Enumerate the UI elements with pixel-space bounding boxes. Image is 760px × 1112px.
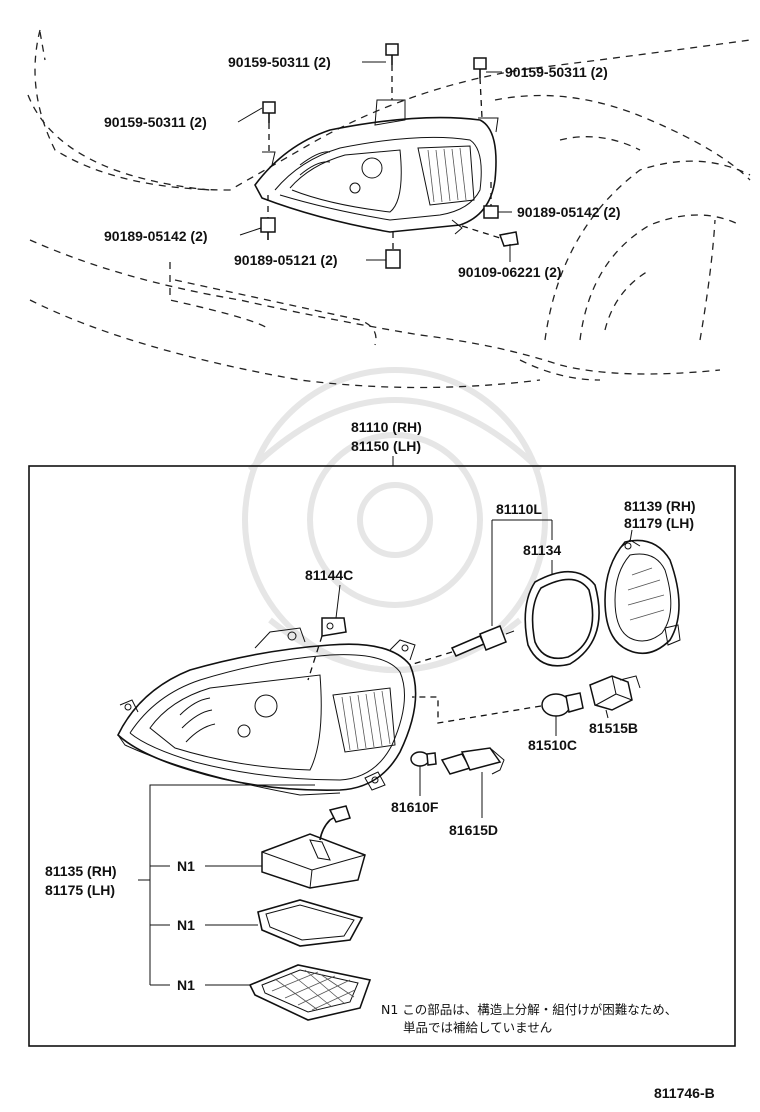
assembly-number-lh: 81150 (LH) — [351, 438, 421, 454]
part-cover-rh: 81139 (RH) — [624, 498, 696, 514]
assembly-number-rh: 81110 (RH) — [351, 419, 422, 435]
exploded-view-frame — [28, 465, 736, 1047]
n1-label: N1 — [177, 977, 195, 993]
callout-clip-left: 90189-05142 (2) — [104, 228, 208, 244]
part-bulb-side: 81610F — [391, 799, 439, 815]
bolt-icon — [473, 57, 487, 78]
part-bulb-small: 81144C — [305, 567, 353, 583]
vehicle-body-outline — [27, 29, 751, 389]
socket-turn-icon — [589, 675, 641, 711]
clip-icon — [483, 205, 499, 219]
bolt-icon — [385, 43, 399, 65]
mesh-cover — [248, 964, 372, 1021]
part-cover-lh: 81179 (LH) — [624, 515, 694, 531]
gasket-plate — [257, 899, 364, 947]
n1-label: N1 — [177, 858, 195, 874]
part-bulb-turn: 81510C — [528, 737, 577, 753]
headlamp-housing — [117, 627, 417, 796]
callout-screw-bottom-right: 90109-06221 (2) — [458, 264, 562, 280]
ballast-unit — [261, 805, 366, 889]
n1-label: N1 — [177, 917, 195, 933]
callout-leaders-top — [237, 61, 512, 262]
bulb-small-icon — [321, 617, 347, 637]
part-unit-rh: 81135 (RH) — [45, 863, 117, 879]
callout-clip-right: 90189-05142 (2) — [517, 204, 621, 220]
part-socket-side: 81615D — [449, 822, 498, 838]
callout-clip-bottom: 90189-05121 (2) — [234, 252, 338, 268]
part-bulb-main: 81110L — [496, 501, 542, 517]
bolt-icon — [262, 101, 276, 123]
bulb-turn-icon — [541, 692, 584, 717]
callout-bolt-top-right: 90159-50311 (2) — [505, 64, 608, 80]
part-gasket: 81134 — [523, 542, 561, 558]
socket-side-icon — [440, 747, 505, 775]
screw-icon — [498, 231, 519, 247]
rear-cover — [604, 539, 681, 655]
part-socket-turn: 81515B — [589, 720, 638, 736]
clip-icon — [385, 249, 401, 269]
bulb-main-icon — [450, 625, 515, 657]
part-unit-lh: 81175 (LH) — [45, 882, 115, 898]
figure-id: 811746-B — [654, 1085, 715, 1101]
n1-note-line-2: 単品では補給していません — [403, 1020, 552, 1035]
n1-note-line-1: N1 この部品は、構造上分解・組付けが困難なため、 — [381, 1002, 677, 1017]
clip-icon — [260, 217, 276, 240]
n1-bracket — [138, 784, 315, 986]
bulb-side-icon — [410, 751, 437, 767]
callout-bolt-left: 90159-50311 (2) — [104, 114, 207, 130]
headlamp-installed — [254, 99, 499, 235]
gasket-ring — [524, 570, 600, 667]
callout-bolt-top-left: 90159-50311 (2) — [228, 54, 331, 70]
